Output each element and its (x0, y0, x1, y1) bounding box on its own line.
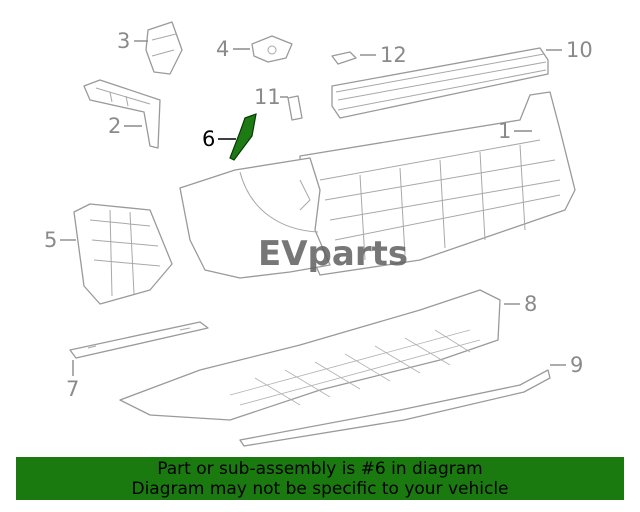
callout-label-2: 2 (108, 114, 121, 138)
callout-label-5: 5 (44, 228, 57, 252)
callout-label-3: 3 (117, 29, 130, 53)
part-2-side-bracket[interactable] (83, 79, 161, 149)
callout-8[interactable]: 8 (504, 292, 537, 316)
banner-line-2: Diagram may not be specific to your vehi… (131, 478, 509, 499)
part-10-reinforcement-beam[interactable] (331, 47, 549, 119)
part-3-mounting-bracket[interactable] (145, 21, 183, 75)
callout-label-6: 6 (202, 127, 215, 151)
callout-label-10: 10 (566, 38, 593, 62)
callout-label-7: 7 (66, 377, 79, 401)
callout-12[interactable]: 12 (360, 43, 407, 67)
part-9-lower-trim[interactable] (239, 369, 551, 447)
watermark-logo: EVparts (258, 234, 408, 274)
callout-10[interactable]: 10 (546, 38, 593, 62)
bumper-cover (179, 157, 331, 279)
part-11-pad[interactable] (287, 95, 303, 121)
callout-7[interactable]: 7 (66, 360, 79, 401)
callout-9[interactable]: 9 (550, 353, 583, 377)
callout-11[interactable]: 11 (254, 85, 288, 109)
banner-line-1: Part or sub-assembly is #6 in diagram (157, 458, 483, 479)
info-banner: Part or sub-assembly is #6 in diagram Di… (16, 457, 624, 500)
callout-5[interactable]: 5 (44, 228, 76, 252)
callout-label-4: 4 (216, 37, 229, 61)
callout-label-11: 11 (254, 85, 281, 109)
part-7-reflector-strip[interactable] (69, 321, 209, 359)
callout-3[interactable]: 3 (117, 29, 148, 53)
part-12-clip[interactable] (331, 51, 357, 65)
callout-2[interactable]: 2 (108, 114, 142, 138)
callout-label-1: 1 (498, 119, 511, 143)
part-4-bracket[interactable] (251, 35, 293, 63)
parts-diagram: EVparts 1 2 3 4 5 6 7 8 9 10 11 (44, 21, 593, 447)
callout-label-12: 12 (380, 43, 407, 67)
callout-4[interactable]: 4 (216, 37, 250, 61)
callout-label-9: 9 (570, 353, 583, 377)
part-8-lower-valance[interactable] (119, 289, 501, 421)
callout-6[interactable]: 6 (202, 127, 236, 151)
callout-label-8: 8 (524, 292, 537, 316)
part-6-highlighted-bracket[interactable] (229, 113, 257, 161)
callout-1[interactable]: 1 (498, 119, 532, 143)
part-5-side-support[interactable] (73, 203, 173, 305)
